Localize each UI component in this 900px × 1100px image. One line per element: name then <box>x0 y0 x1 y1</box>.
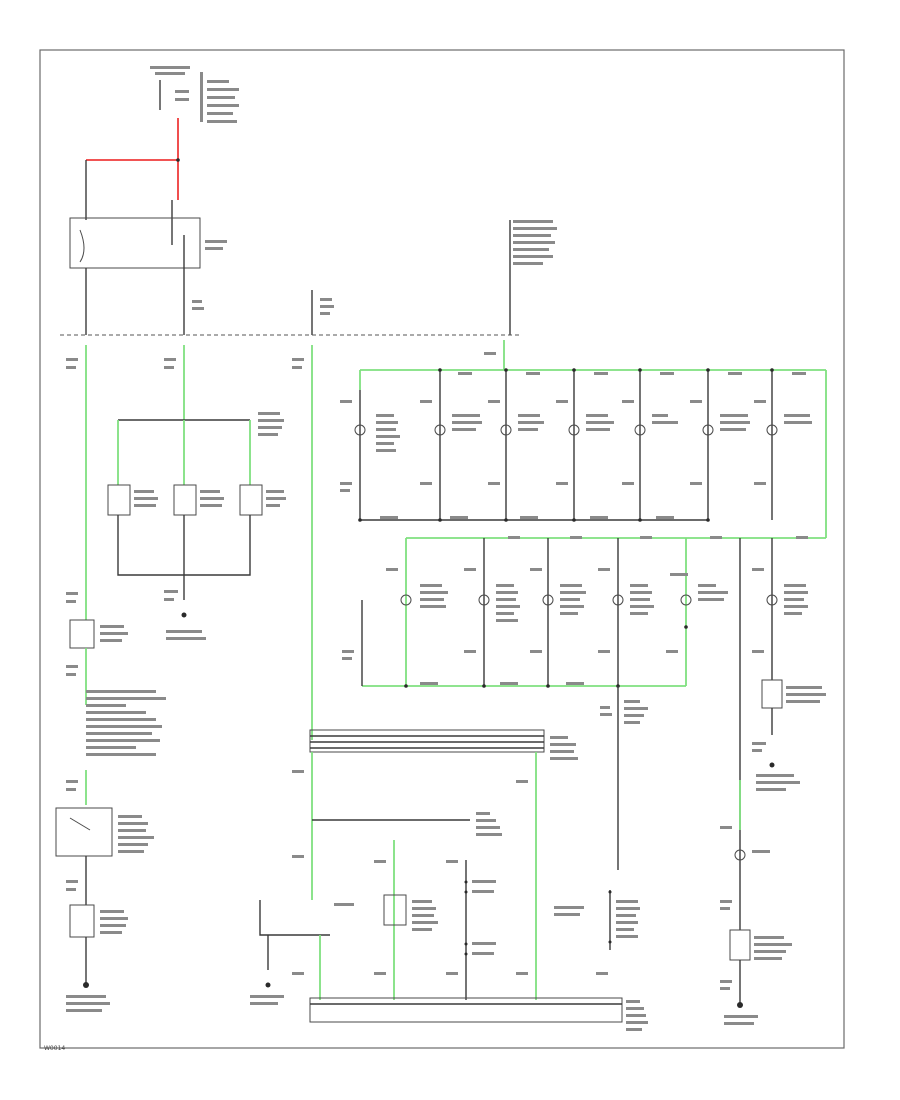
center-connector-codes <box>464 880 496 956</box>
bottom-connector <box>292 972 648 1031</box>
ground-right-upper <box>769 762 775 768</box>
left-lower-lamp <box>69 904 128 938</box>
center-switch <box>383 894 438 931</box>
headlight-relay <box>69 217 227 269</box>
power-source-block <box>150 66 239 123</box>
right-connector <box>761 679 826 709</box>
left-switch <box>55 807 154 857</box>
ground-center <box>265 982 271 988</box>
diagram-code: W0014 <box>44 1045 66 1052</box>
left-note-block <box>86 690 166 756</box>
ground-left <box>83 982 89 988</box>
wire-bundle <box>309 729 578 760</box>
upper-lamp-row <box>340 368 812 520</box>
ground-second <box>181 612 187 618</box>
upper-ground-labels <box>358 516 710 522</box>
right-lower-connector <box>729 929 792 961</box>
diagram-frame <box>39 49 845 1049</box>
fog-light-lamp <box>69 619 128 649</box>
lamp-group-left <box>107 484 286 516</box>
ground-right-lower <box>737 1002 743 1008</box>
ground-label-top-right <box>513 220 557 265</box>
lower-lamp-row <box>342 536 808 688</box>
